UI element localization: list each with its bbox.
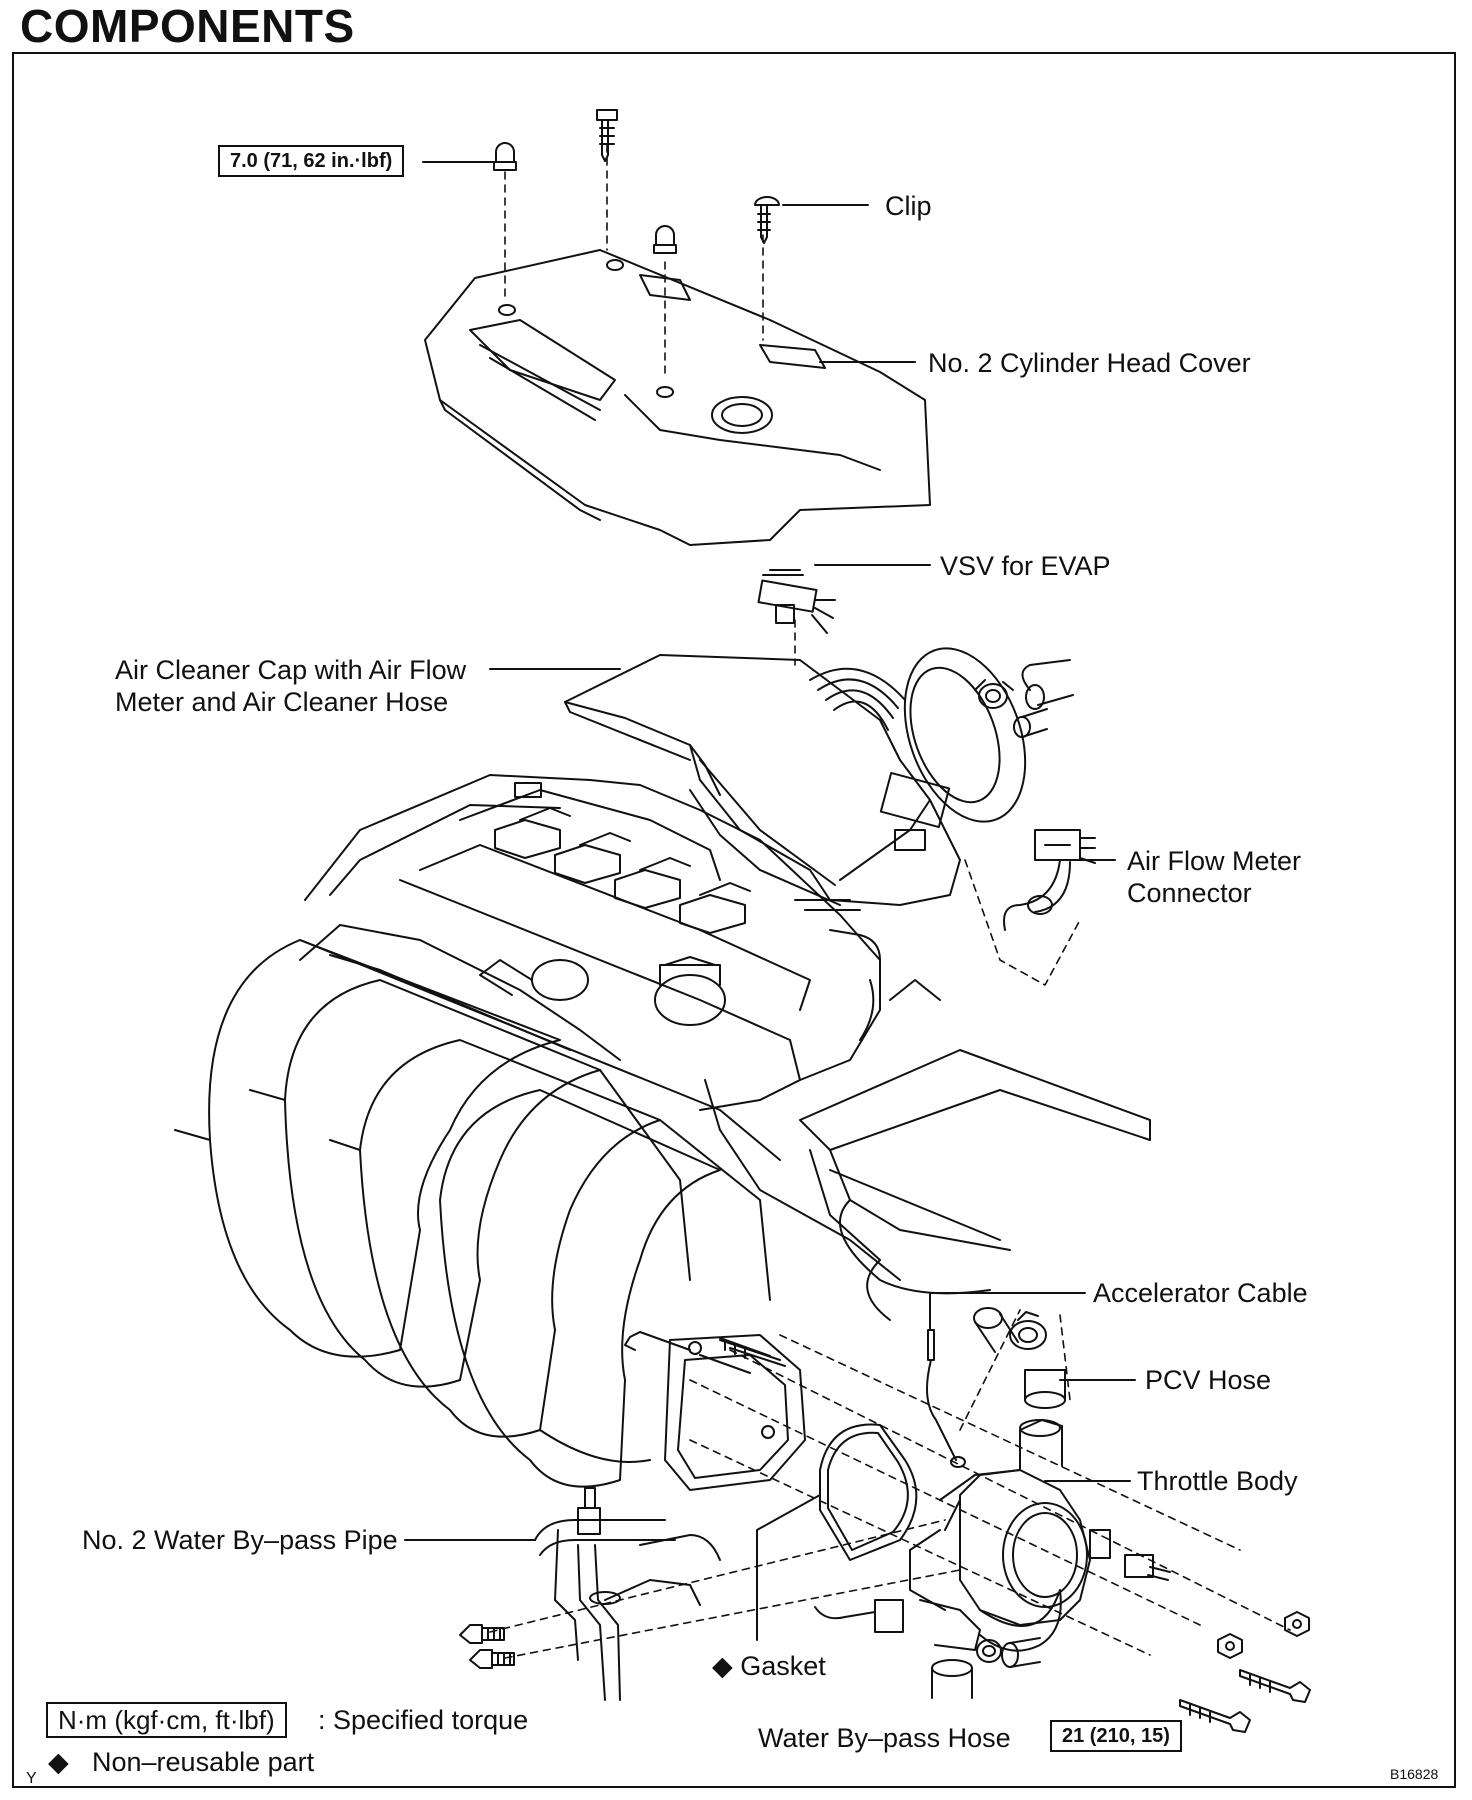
- accelerator-cable: [927, 1293, 965, 1467]
- clip-icon: [597, 110, 617, 161]
- bolt-icon: [470, 1650, 514, 1668]
- label-afm-connector-line2: Connector: [1127, 878, 1252, 908]
- cylinder-head-cover: [425, 250, 930, 545]
- nut-icon: [1285, 1612, 1309, 1636]
- label-vsv-evap: VSV for EVAP: [940, 551, 1111, 581]
- throttle-body: [910, 1420, 1170, 1651]
- stud-bolt-icon: [625, 1332, 770, 1373]
- pcv-hose: [1025, 1370, 1065, 1408]
- legend-unit-text: : Specified torque: [318, 1705, 529, 1735]
- label-gasket: ◆ Gasket: [712, 1651, 826, 1681]
- connector-icon: [1004, 830, 1095, 930]
- vsv-evap: [759, 570, 835, 633]
- cap-nut-icon: [494, 143, 516, 170]
- connector-icon: [815, 1600, 903, 1632]
- nut-icon: [1218, 1634, 1242, 1658]
- hose-icon: [974, 1308, 1018, 1352]
- label-air-cleaner-line2: Meter and Air Cleaner Hose: [115, 687, 449, 717]
- figure-code: B16828: [1390, 1766, 1439, 1782]
- engine-bracket: [800, 1050, 1150, 1320]
- engine-assembly: [300, 775, 940, 1280]
- label-head-cover: No. 2 Cylinder Head Cover: [928, 348, 1251, 378]
- label-pcv-hose: PCV Hose: [1145, 1365, 1272, 1395]
- bolt-icon: [460, 1625, 504, 1643]
- label-clip: Clip: [885, 191, 932, 221]
- stud-bolt-icon: [1180, 1700, 1250, 1732]
- label-accelerator-cable: Accelerator Cable: [1093, 1278, 1308, 1308]
- hose-clamp-icon: [1010, 1312, 1046, 1349]
- label-water-hose: Water By–pass Hose: [758, 1723, 1011, 1753]
- label-water-pipe: No. 2 Water By–pass Pipe: [82, 1525, 398, 1555]
- gasket-part: [820, 1425, 916, 1560]
- page-title: COMPONENTS: [20, 0, 355, 52]
- diagram-frame: [12, 52, 1456, 1788]
- label-throttle-body: Throttle Body: [1137, 1466, 1298, 1496]
- water-bypass-hose: [932, 1660, 972, 1698]
- hose-clamp-icon: [977, 1640, 1001, 1662]
- hose-icon: [1023, 660, 1074, 709]
- hose-icon: [1002, 1638, 1040, 1667]
- legend-unit-box: N·m (kgf·cm, ft·lbf): [46, 1702, 287, 1738]
- leader-lines: [405, 162, 1135, 1640]
- water-bypass-pipe: [535, 1488, 720, 1700]
- label-afm-connector-line1: Air Flow Meter: [1127, 846, 1302, 876]
- clip-icon: [755, 197, 779, 243]
- torque-spec-bottom: 21 (210, 15): [1050, 1720, 1182, 1752]
- hose-clamp-icon: [975, 680, 1013, 708]
- label-air-cleaner-line1: Air Cleaner Cap with Air Flow: [115, 655, 467, 685]
- corner-letter: Y: [26, 1770, 37, 1787]
- hose-icon: [1014, 709, 1047, 737]
- torque-spec-top: 7.0 (71, 62 in.·lbf): [218, 145, 405, 177]
- legend-nonreusable-text: Non–reusable part: [92, 1747, 315, 1777]
- legend-nonreusable-marker: ◆: [48, 1747, 69, 1777]
- assembly-lines: [490, 145, 1290, 1658]
- air-cleaner-cap: [565, 632, 1047, 910]
- intake-manifold: [175, 940, 780, 1487]
- intake-flange: [665, 1335, 805, 1490]
- stud-bolt-icon: [1240, 1670, 1310, 1702]
- cap-nut-icon: [654, 226, 676, 253]
